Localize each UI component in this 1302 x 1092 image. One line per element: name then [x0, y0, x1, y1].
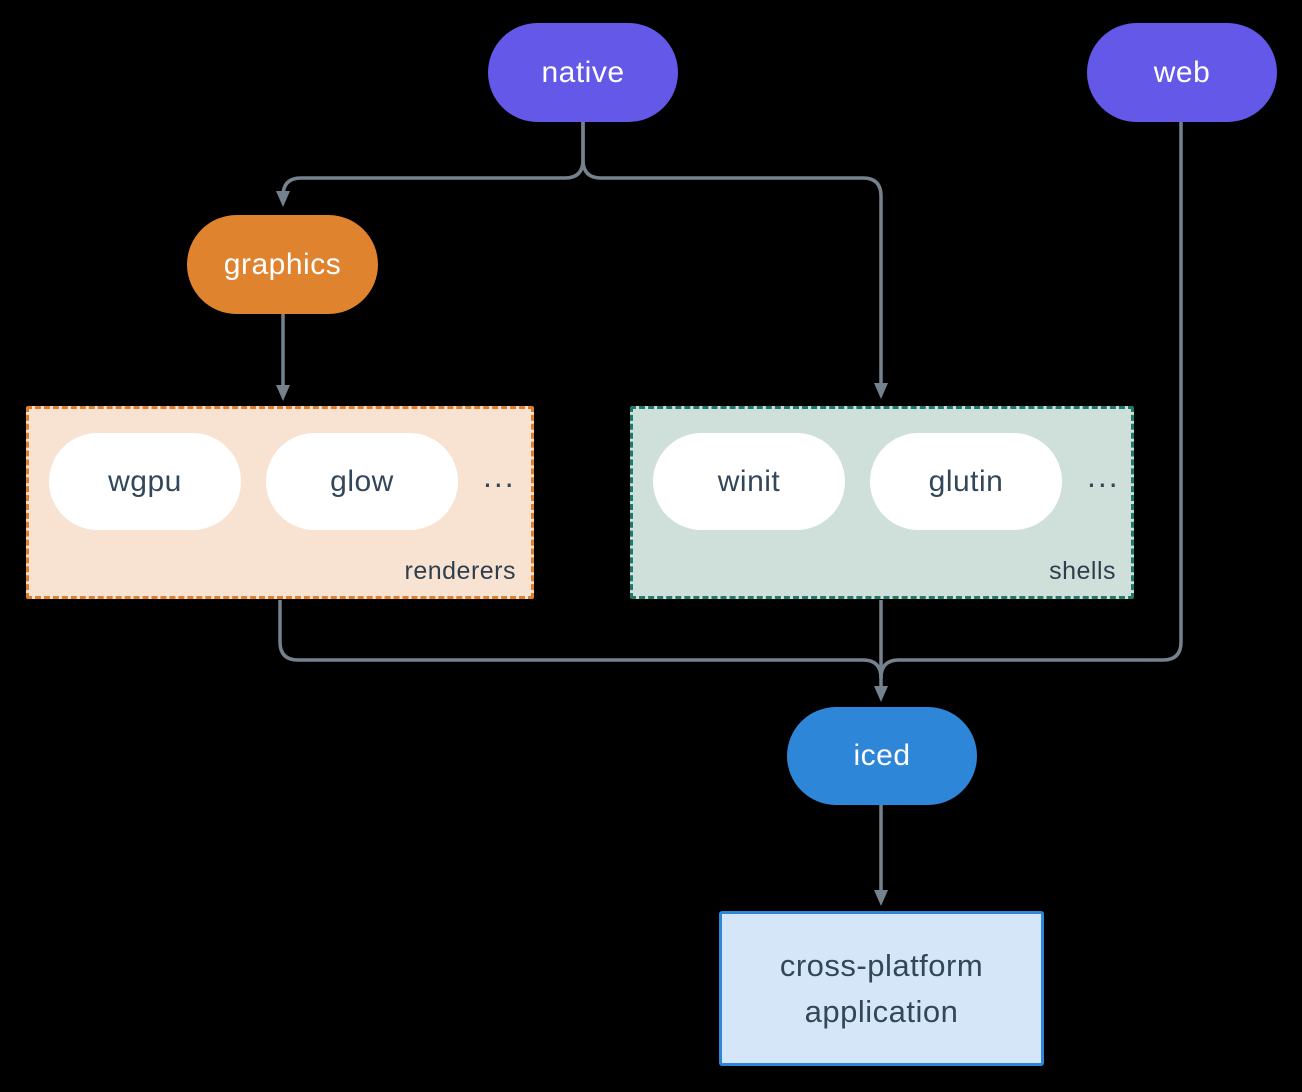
shells-ellipsis: ... [1087, 458, 1120, 494]
pill-winit-label: winit [717, 464, 781, 498]
node-iced: iced [787, 707, 977, 805]
shells-items-row: winit glutin ... [653, 433, 1120, 530]
edge-web-merge [879, 122, 1183, 679]
renderers-group-label: renderers [404, 557, 516, 585]
shells-group-label: shells [1049, 557, 1116, 585]
group-renderers: wgpu glow ... renderers [26, 406, 534, 599]
pill-glutin: glutin [870, 433, 1062, 530]
pill-wgpu-label: wgpu [108, 464, 182, 498]
pill-wgpu: wgpu [49, 433, 241, 530]
edge-native-shells [581, 122, 888, 399]
renderers-items-row: wgpu glow ... [49, 433, 516, 530]
group-shells: winit glutin ... shells [630, 406, 1134, 599]
application-label-line2: application [804, 993, 959, 1029]
node-native-label: native [541, 55, 625, 89]
edge-native-graphics [276, 122, 585, 207]
pill-glow-label: glow [330, 464, 394, 498]
edge-renderers-merge [278, 600, 883, 679]
node-graphics-label: graphics [223, 247, 342, 281]
node-web-label: web [1153, 55, 1211, 89]
application-label-line1: cross-platform [779, 947, 984, 983]
pill-glow: glow [266, 433, 458, 530]
node-native: native [488, 23, 678, 122]
node-graphics: graphics [187, 215, 378, 314]
node-application: cross-platform application [719, 911, 1044, 1066]
node-web: web [1087, 23, 1277, 122]
renderers-ellipsis: ... [483, 458, 516, 494]
node-iced-label: iced [853, 739, 911, 772]
pill-winit: winit [653, 433, 845, 530]
pill-glutin-label: glutin [928, 464, 1004, 498]
